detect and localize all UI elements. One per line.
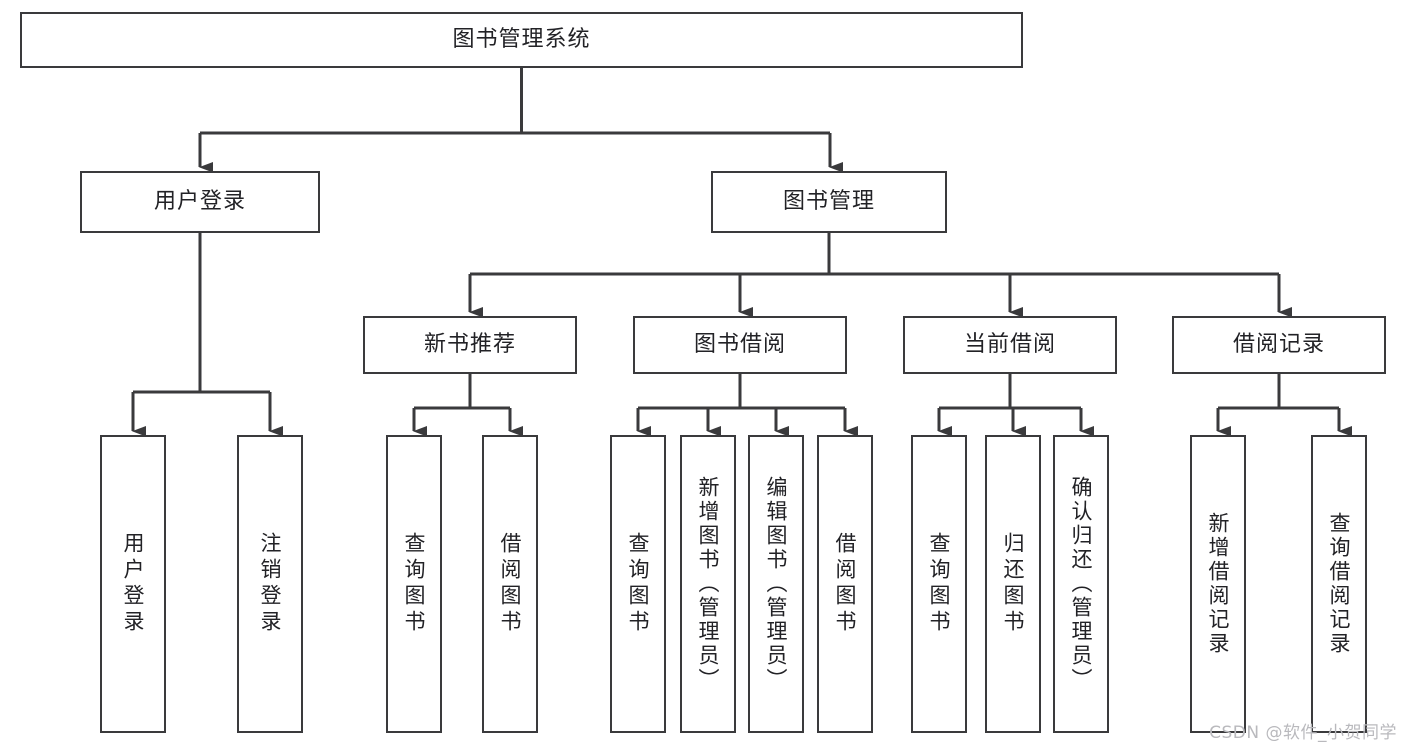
leaf-return-book-label: 归还图书 <box>1001 532 1026 636</box>
leaf-query-book-borrow[interactable]: 查询图书 <box>610 435 666 733</box>
node-root-label: 图书管理系统 <box>452 27 591 53</box>
node-new-book-recommend-label: 新书推荐 <box>423 332 516 358</box>
leaf-return-book[interactable]: 归还图书 <box>985 435 1041 733</box>
node-book-borrow[interactable]: 图书借阅 <box>633 316 847 374</box>
leaf-query-borrow-record-label: 查询借阅记录 <box>1327 512 1352 656</box>
leaf-user-login[interactable]: 用户登录 <box>100 435 166 733</box>
watermark-text: CSDN @软件_小贺同学 <box>1209 723 1397 743</box>
leaf-borrow-book-new-label: 借阅图书 <box>498 532 523 636</box>
leaf-logout-login-label: 注销登录 <box>258 532 283 636</box>
node-borrow-record-label: 借阅记录 <box>1232 332 1325 358</box>
leaf-borrow-book[interactable]: 借阅图书 <box>817 435 873 733</box>
node-borrow-record[interactable]: 借阅记录 <box>1172 316 1386 374</box>
node-user-login-label: 用户登录 <box>153 189 246 215</box>
leaf-add-borrow-record-label: 新增借阅记录 <box>1206 512 1231 656</box>
leaf-add-borrow-record[interactable]: 新增借阅记录 <box>1190 435 1246 733</box>
leaf-edit-book-admin[interactable]: 编辑图书（管理员） <box>748 435 804 733</box>
node-user-login[interactable]: 用户登录 <box>80 171 320 233</box>
leaf-add-book-admin-label: 新增图书（管理员） <box>696 476 721 692</box>
leaf-query-book-current-label: 查询图书 <box>927 532 952 636</box>
leaf-borrow-book-new[interactable]: 借阅图书 <box>482 435 538 733</box>
leaf-query-book-new[interactable]: 查询图书 <box>386 435 442 733</box>
leaf-user-login-label: 用户登录 <box>121 532 146 636</box>
node-current-borrow-label: 当前借阅 <box>963 332 1056 358</box>
leaf-confirm-return-admin-label: 确认归还（管理员） <box>1069 476 1094 692</box>
leaf-query-book-borrow-label: 查询图书 <box>626 532 651 636</box>
leaf-borrow-book-label: 借阅图书 <box>833 532 858 636</box>
node-book-manage[interactable]: 图书管理 <box>711 171 947 233</box>
node-current-borrow[interactable]: 当前借阅 <box>903 316 1117 374</box>
node-new-book-recommend[interactable]: 新书推荐 <box>363 316 577 374</box>
node-book-manage-label: 图书管理 <box>782 189 875 215</box>
node-book-borrow-label: 图书借阅 <box>693 332 786 358</box>
leaf-logout-login[interactable]: 注销登录 <box>237 435 303 733</box>
leaf-query-book-new-label: 查询图书 <box>402 532 427 636</box>
leaf-confirm-return-admin[interactable]: 确认归还（管理员） <box>1053 435 1109 733</box>
leaf-query-book-current[interactable]: 查询图书 <box>911 435 967 733</box>
leaf-query-borrow-record[interactable]: 查询借阅记录 <box>1311 435 1367 733</box>
leaf-edit-book-admin-label: 编辑图书（管理员） <box>764 476 789 692</box>
leaf-add-book-admin[interactable]: 新增图书（管理员） <box>680 435 736 733</box>
node-root[interactable]: 图书管理系统 <box>20 12 1023 68</box>
